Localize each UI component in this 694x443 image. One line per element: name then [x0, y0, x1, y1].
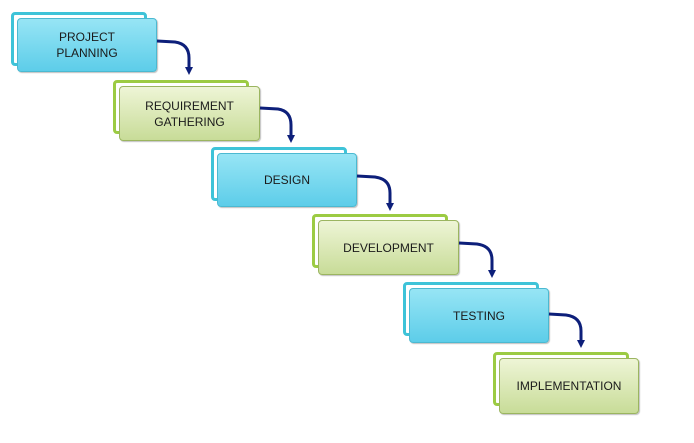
- stage-label: DEVELOPMENT: [318, 220, 459, 275]
- stage-label: TESTING: [409, 288, 549, 343]
- arrow-requirements-to-design: [259, 106, 295, 143]
- stage-label: PROJECT PLANNING: [17, 18, 157, 72]
- arrow-testing-to-implementation: [548, 312, 585, 348]
- arrow-design-to-development: [356, 174, 394, 211]
- stage-label: IMPLEMENTATION: [499, 358, 639, 414]
- arrow-planning-to-requirements: [156, 39, 193, 75]
- arrow-development-to-testing: [458, 241, 496, 278]
- stage-label: DESIGN: [217, 153, 357, 207]
- stage-label: REQUIREMENT GATHERING: [119, 86, 260, 141]
